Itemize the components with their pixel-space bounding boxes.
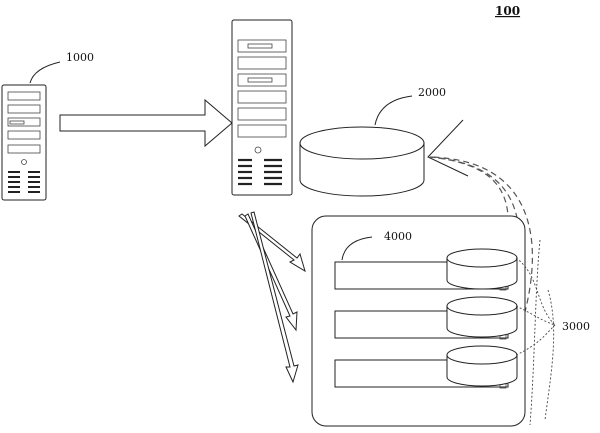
storage-label: 2000 — [418, 86, 446, 99]
storage-leader — [374, 95, 413, 126]
node-row-1 — [334, 248, 518, 291]
nodes-leader — [341, 236, 373, 261]
arrow-target — [427, 119, 469, 177]
node-row-2 — [334, 296, 518, 340]
storage-cylinder — [299, 126, 425, 197]
disk-group-bracket — [515, 239, 556, 426]
figure-number: 100 — [495, 4, 520, 18]
dispatch-arrows — [238, 211, 306, 384]
node-row-3 — [334, 345, 518, 389]
disk-group-label: 3000 — [562, 320, 590, 333]
client-server-label: 1000 — [66, 51, 94, 64]
client-server-leader — [29, 61, 61, 84]
client-server — [1, 84, 47, 201]
main-server — [231, 19, 293, 196]
nodes-label: 4000 — [384, 230, 412, 243]
return-dashed-arrows — [429, 156, 533, 343]
request-arrow — [59, 98, 233, 148]
